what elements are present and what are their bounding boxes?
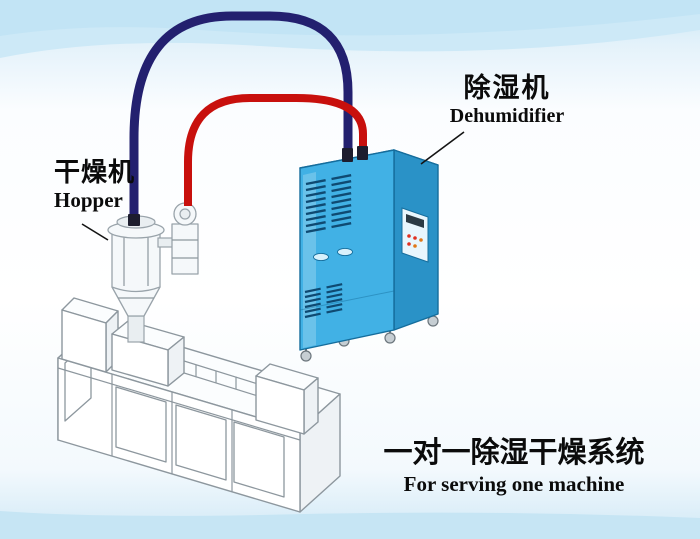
dehumidifier-unit <box>299 149 439 362</box>
pipe-stub-left <box>342 148 353 162</box>
pipes <box>128 11 368 226</box>
return-air-pipe <box>129 11 353 226</box>
loader-body <box>171 223 199 275</box>
vent-grille-top <box>305 173 353 234</box>
extruder-machine <box>57 297 341 513</box>
dehumidifier-label-cn: 除湿机 <box>463 73 551 103</box>
dryer-label-cn: 干燥机 <box>54 157 136 187</box>
indicator-oval-right <box>337 247 353 257</box>
dehumidifier-leader-line <box>420 131 465 165</box>
machine-gearbox <box>61 297 119 373</box>
dryer-label-en: Hopper <box>54 188 123 213</box>
loader-blower-hub <box>179 208 191 220</box>
system-caption-cn: 一对一除湿干燥系统 <box>383 437 645 469</box>
dehumidifier-wheels <box>300 311 439 362</box>
pipe-stub-right <box>357 146 368 160</box>
dehumidifier-label-en: Dehumidifier <box>449 105 565 128</box>
system-caption: 一对一除湿干燥系统 For serving one machine <box>376 437 652 497</box>
pipe-fitting-hopper <box>128 214 140 226</box>
machine-front-face <box>57 357 301 513</box>
indicator-oval-left <box>313 252 329 262</box>
control-panel <box>401 207 429 263</box>
dryer-label: 干燥机 Hopper <box>54 158 135 212</box>
system-caption-en: For serving one machine <box>403 472 625 497</box>
dryer-leader-line <box>81 223 109 241</box>
hopper-neck <box>127 315 145 343</box>
hopper-dryer <box>107 215 165 343</box>
machine-die-head <box>255 363 319 435</box>
hopper-body <box>111 230 161 293</box>
dehumidifier-label: 除湿机 Dehumidifier <box>436 73 578 128</box>
vent-grille-bottom <box>304 282 344 319</box>
hopper-loader <box>157 202 199 275</box>
supply-air-pipe <box>184 94 367 206</box>
leader-lines <box>81 131 465 241</box>
